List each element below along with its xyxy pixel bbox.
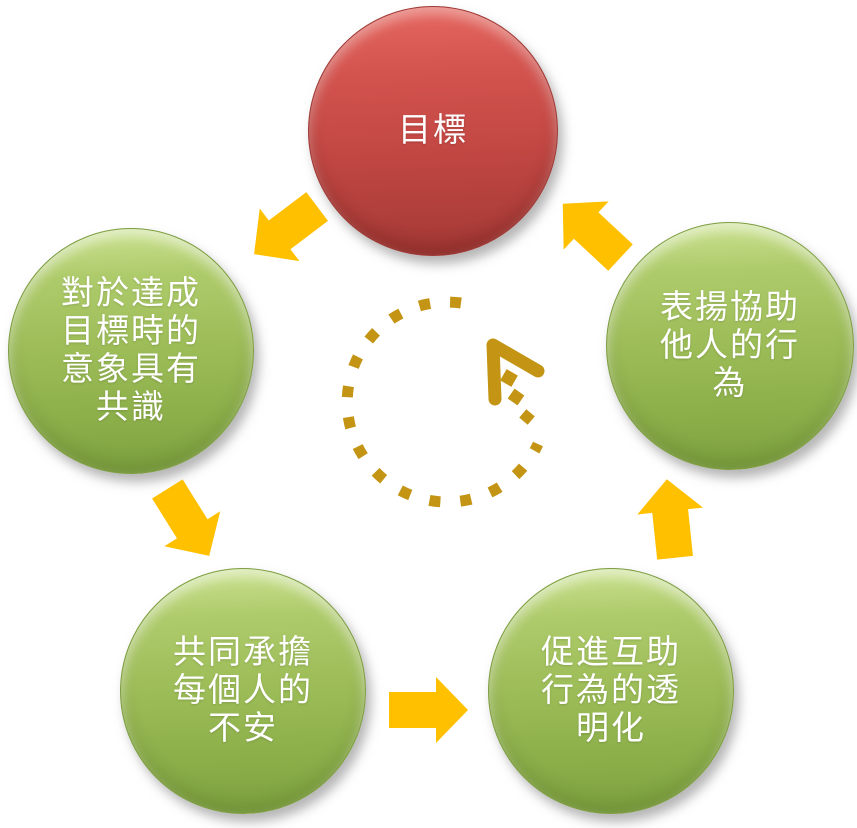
arrow-praise-to-goal-icon — [562, 201, 633, 271]
node-praise: 表揚協助 他人的行 為 — [606, 222, 854, 470]
node-transparency: 促進互助 行為的透 明化 — [488, 568, 734, 814]
arrow-goal-to-consensus-icon — [254, 192, 328, 262]
arrow-consensus-to-share-icon — [152, 479, 221, 556]
node-consensus: 對於達成 目標時的 意象具有 共識 — [8, 228, 254, 474]
node-praise-label: 表揚協助 他人的行 為 — [660, 290, 800, 402]
cycle-rotation-icon — [341, 296, 545, 508]
node-consensus-label: 對於達成 目標時的 意象具有 共識 — [61, 276, 201, 426]
node-share: 共同承擔 每個人的 不安 — [120, 568, 366, 814]
arrow-transparency-to-praise-icon — [637, 479, 703, 560]
node-share-label: 共同承擔 每個人的 不安 — [173, 635, 313, 747]
arrow-share-to-transparency-icon — [389, 677, 468, 743]
node-goal-label: 目標 — [398, 113, 468, 149]
node-transparency-label: 促進互助 行為的透 明化 — [541, 635, 681, 747]
node-goal: 目標 — [308, 6, 558, 256]
